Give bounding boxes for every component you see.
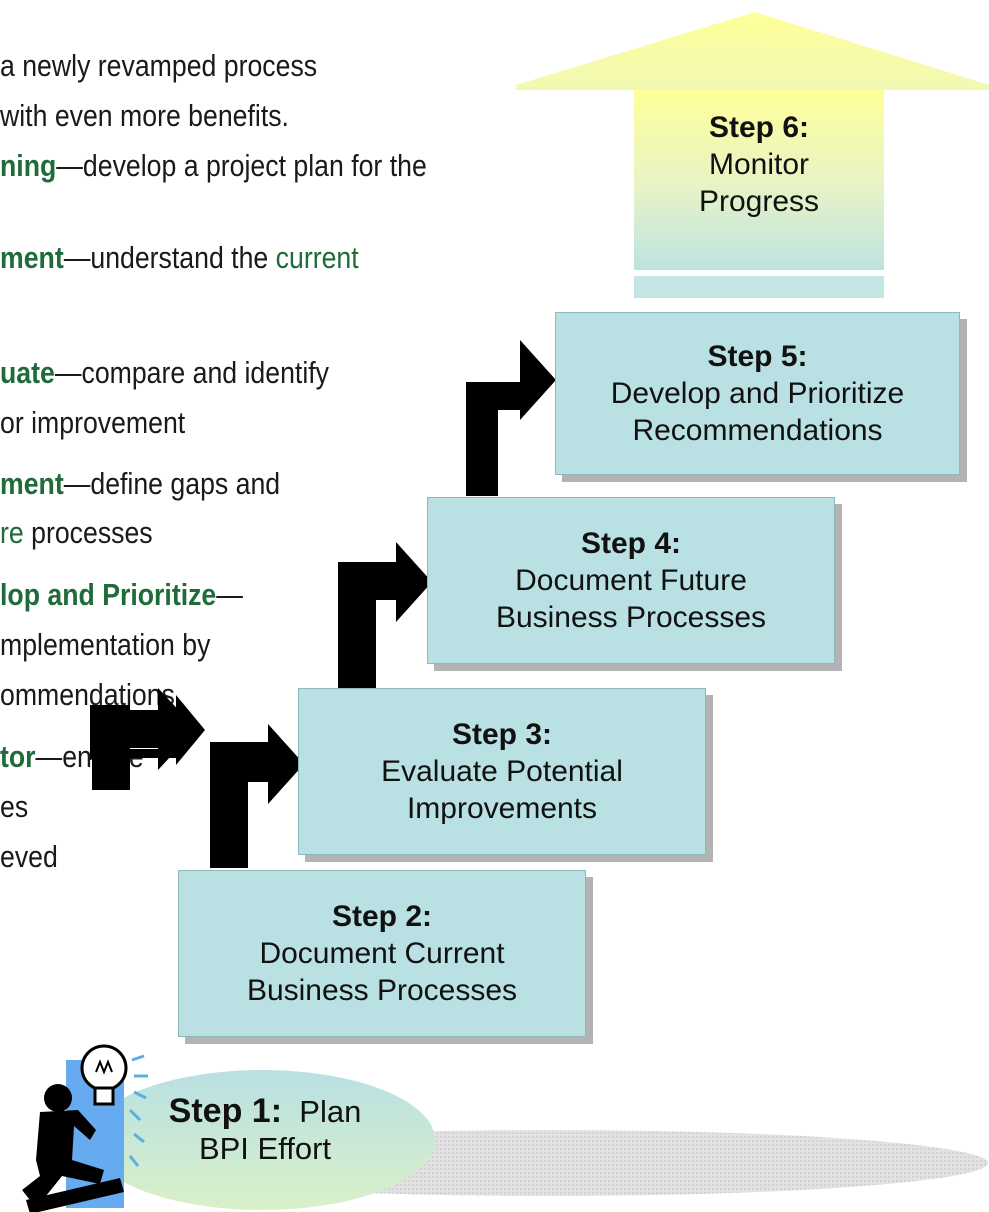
step-5-title: Step 5: — [707, 339, 808, 373]
step-5-desc-b: Recommendations — [632, 413, 883, 447]
text-line: with even more benefits. — [0, 98, 289, 134]
text-segment: —understand the — [63, 240, 276, 275]
keyword: lop and Prioritize — [0, 577, 217, 612]
text-line: re processes — [0, 515, 153, 551]
text-segment: —compare and identify — [54, 355, 329, 390]
step-3-title: Step 3: — [451, 717, 553, 751]
text-line: ning—develop a project plan for the — [0, 148, 427, 184]
step-6-label: Step 6: Monitor Progress — [634, 110, 884, 220]
step-5-box: Step 5: Develop and Prioritize Recommend… — [555, 312, 960, 475]
step-3-box: Step 3: Evaluate Potential Improvements — [298, 688, 706, 855]
step-1-desc-a: Plan — [299, 1094, 362, 1129]
step-5-desc-a: Develop and Prioritize — [610, 376, 905, 410]
text-segment: —define gaps and — [63, 466, 281, 501]
keyword: ning — [0, 148, 57, 183]
text-segment: es — [0, 789, 29, 824]
up-arrow-shaft — [634, 90, 884, 270]
step-4-title: Step 4: — [580, 526, 682, 560]
text-segment: mplementation by — [0, 627, 211, 662]
text-segment: ommendations — [0, 677, 175, 712]
step-4-desc-a: Document Future — [515, 563, 747, 597]
text-line: lop and Prioritize— — [0, 577, 243, 613]
text-line: or improvement — [0, 405, 185, 441]
lightbulb-icon — [80, 1044, 148, 1167]
text-line: ommendations — [0, 677, 175, 713]
text-line: eved — [0, 839, 58, 875]
step-3-desc-a: Evaluate Potential — [381, 754, 623, 788]
text-line: ment—define gaps and — [0, 466, 280, 502]
step-2-desc-b: Business Processes — [246, 973, 518, 1007]
connector-arrow-4-5 — [466, 340, 556, 496]
step-1-title: Step 1: — [168, 1092, 283, 1130]
connector-arrow-1-2 — [92, 688, 196, 790]
step-2-desc-a: Document Current — [259, 936, 505, 970]
up-arrow-stripe — [634, 276, 884, 298]
step-6-title: Step 6: — [708, 111, 810, 144]
text-segment: — — [216, 577, 243, 612]
step-1-label: Step 1: Plan BPI Effort — [100, 1092, 430, 1167]
keyword: uate — [0, 355, 55, 390]
businessman-icon — [22, 1084, 124, 1212]
keyword: ment — [0, 240, 64, 275]
text-segment: or improvement — [0, 405, 186, 440]
step-4-desc-b: Business Processes — [495, 600, 767, 634]
text-segment: with even more benefits. — [0, 98, 289, 133]
step-4-box: Step 4: Document Future Business Process… — [427, 497, 835, 664]
text-line: mplementation by — [0, 627, 210, 663]
text-line: es — [0, 789, 28, 825]
step-6-desc-a: Monitor — [708, 148, 810, 181]
highlight: current — [275, 240, 359, 275]
step-1-ellipse — [89, 1070, 435, 1210]
text-segment: eved — [0, 839, 58, 874]
keyword: tor — [0, 739, 36, 774]
step-6-desc-b: Progress — [698, 185, 820, 218]
step-3-desc-b: Improvements — [406, 791, 598, 825]
text-segment: —develop a project plan for the — [56, 148, 427, 183]
step-2-box: Step 2: Document Current Business Proces… — [178, 870, 586, 1037]
text-line: ment—understand the current — [0, 240, 359, 276]
text-line: a newly revamped process — [0, 48, 317, 84]
keyword: ment — [0, 466, 64, 501]
text-segment: processes — [23, 515, 153, 550]
step-1-graphic — [22, 1044, 435, 1212]
text-line: uate—compare and identify — [0, 355, 329, 391]
highlight: re — [0, 515, 24, 550]
connector-arrow-2-3 — [210, 724, 304, 868]
step-2-title: Step 2: — [331, 899, 433, 933]
text-segment: a newly revamped process — [0, 48, 318, 83]
connector-arrow-3-4 — [338, 542, 432, 690]
step-1-desc-b: BPI Effort — [198, 1131, 332, 1166]
